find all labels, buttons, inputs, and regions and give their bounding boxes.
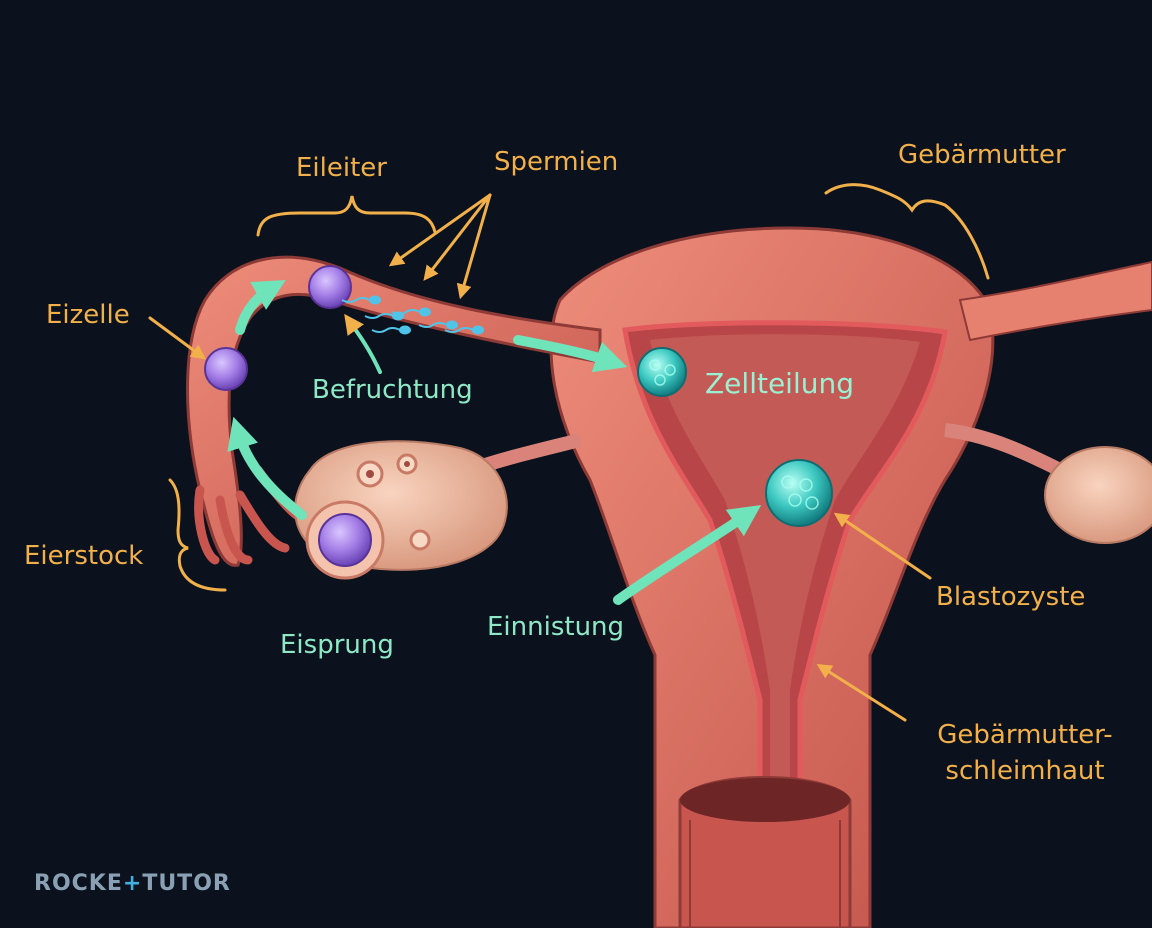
egg-cell-icon xyxy=(318,513,372,567)
label-gebaermutter: Gebärmutter xyxy=(898,140,1066,170)
brace-eierstock xyxy=(168,478,227,592)
label-spermien: Spermien xyxy=(494,147,619,177)
arrow-egg-transport xyxy=(235,280,286,335)
label-einnistung: Einnistung xyxy=(487,612,625,642)
brace-eileiter xyxy=(256,195,437,237)
rocketutor-logo: ROCKE+TUTOR xyxy=(34,871,231,896)
label-schleimhaut-line1: Gebärmutter- xyxy=(937,720,1113,750)
arrow-ovulation xyxy=(227,416,307,520)
label-zellteilung: Zellteilung xyxy=(705,367,854,400)
fimbriae xyxy=(194,465,317,565)
logo-part1: ROCKE xyxy=(34,871,123,896)
arrow-fertilization xyxy=(344,313,382,374)
blastocyst-icon xyxy=(765,459,833,527)
label-eierstock: Eierstock xyxy=(24,541,144,571)
logo-mark: + xyxy=(122,871,143,896)
label-gebaermutterschleimhaut: Gebärmutter- schleimhaut xyxy=(908,720,1142,786)
egg-cell-icon xyxy=(308,265,352,309)
label-blastozyste: Blastozyste xyxy=(936,582,1086,612)
label-schleimhaut-line2: schleimhaut xyxy=(945,756,1105,786)
label-eizelle: Eizelle xyxy=(46,300,130,330)
right-fallopian-tube xyxy=(958,260,1152,342)
logo-part2: TUTOR xyxy=(142,871,231,896)
uterine-cavity xyxy=(650,334,920,790)
arrow-spermien-2 xyxy=(423,193,492,281)
arrow-schleimhaut xyxy=(816,663,907,722)
brace-gebaermutter xyxy=(824,183,990,280)
arrow-spermien-1 xyxy=(388,193,492,267)
arrow-eizelle xyxy=(148,316,207,360)
arrow-implantation xyxy=(613,504,762,605)
arrow-blastozyste xyxy=(833,512,932,580)
arrow-to-uterus xyxy=(513,335,628,373)
egg-cell-icon xyxy=(204,347,248,391)
sperm-icon xyxy=(341,295,484,335)
label-befruchtung: Befruchtung xyxy=(312,375,473,405)
right-ovary xyxy=(1044,446,1152,544)
label-eileiter: Eileiter xyxy=(296,153,387,183)
blastocyst-icon xyxy=(637,347,687,397)
arrow-spermien-3 xyxy=(456,193,492,300)
label-eisprung: Eisprung xyxy=(280,630,394,660)
